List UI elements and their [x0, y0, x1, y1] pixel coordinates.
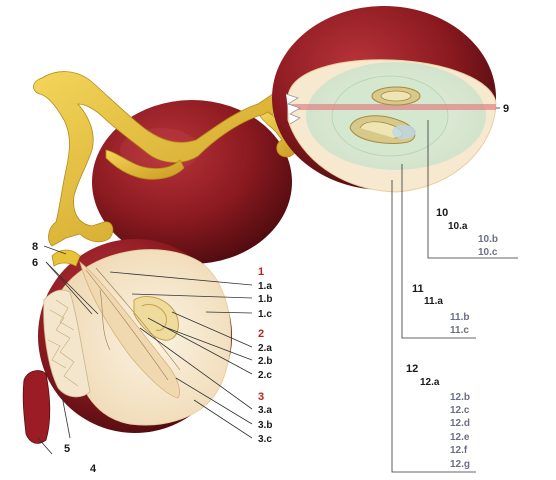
label-3: 3: [258, 391, 264, 403]
label-1c: 1.c: [258, 309, 272, 320]
label-1: 1: [258, 266, 264, 278]
label-11a: 11.a: [424, 296, 443, 307]
label-12g: 12.g: [450, 459, 470, 470]
label-3c: 3.c: [258, 434, 272, 445]
label-1b: 1.b: [258, 294, 272, 305]
label-12d: 12.d: [450, 418, 470, 429]
label-11: 11: [412, 283, 424, 295]
label-2c: 2.c: [258, 370, 272, 381]
label-2: 2: [258, 328, 264, 340]
leader-lines: [37, 107, 518, 473]
label-5: 5: [64, 443, 70, 455]
left-cut-grape: [22, 239, 232, 444]
label-12c: 12.c: [450, 405, 470, 416]
label-10c: 10.c: [478, 247, 498, 258]
label-2a: 2.a: [258, 343, 272, 354]
labels: 8 6 5 4 9 1 1.a 1.b 1.c 2 2.a 2.b 2.c 3 …: [32, 103, 509, 475]
right-cut-grape: [272, 6, 497, 193]
label-4: 4: [90, 463, 97, 475]
label-10a: 10.a: [448, 221, 468, 232]
label-3a: 3.a: [258, 405, 272, 416]
label-12: 12: [406, 363, 418, 375]
label-11c: 11.c: [450, 325, 469, 336]
grape-stem: [33, 71, 298, 247]
label-10: 10: [436, 207, 448, 219]
label-11b: 11.b: [450, 312, 469, 323]
label-12b: 12.b: [450, 392, 470, 403]
label-12f: 12.f: [450, 445, 468, 456]
label-10b: 10.b: [478, 234, 498, 245]
label-1a: 1.a: [258, 281, 272, 292]
label-9: 9: [503, 103, 509, 115]
label-6: 6: [32, 257, 38, 269]
label-12a: 12.a: [420, 377, 440, 388]
label-12e: 12.e: [450, 432, 470, 443]
label-2b: 2.b: [258, 356, 272, 367]
label-8: 8: [32, 241, 38, 253]
label-3b: 3.b: [258, 420, 272, 431]
